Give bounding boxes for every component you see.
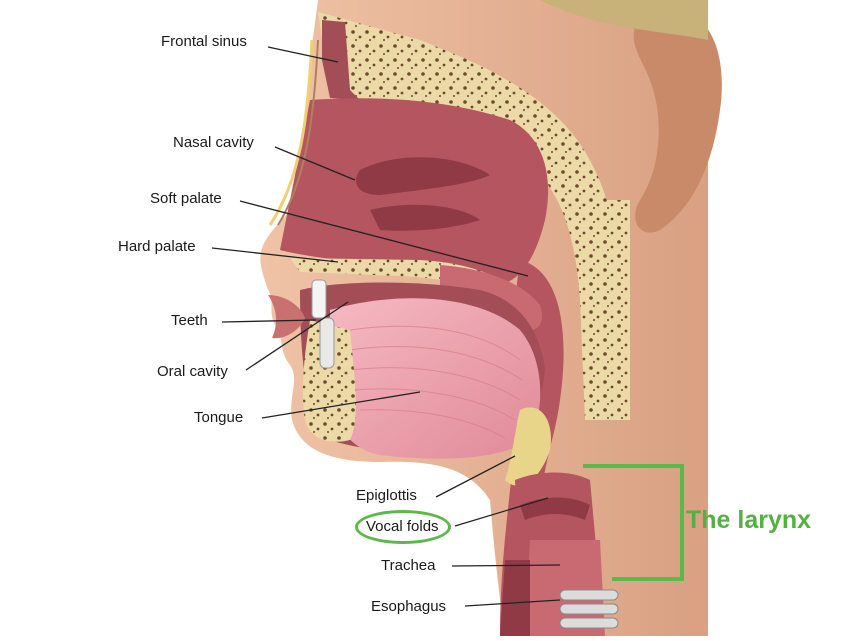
skull-bone [318, 12, 620, 420]
label-soft-palate: Soft palate [150, 190, 222, 207]
leader-lines [211, 46, 561, 607]
label-nasal-cavity: Nasal cavity [173, 134, 254, 151]
label-epiglottis: Epiglottis [356, 487, 417, 504]
label-teeth: Teeth [171, 312, 208, 329]
label-frontal-sinus: Frontal sinus [161, 33, 247, 50]
hair [540, 0, 708, 40]
frontal-sinus-shape [322, 20, 360, 100]
label-the-larynx: The larynx [686, 506, 812, 534]
vocal-folds-shape [520, 497, 590, 520]
cervical-spine [585, 200, 630, 420]
label-hard-palate: Hard palate [118, 238, 196, 255]
lips [268, 295, 305, 339]
lower-tooth [319, 317, 335, 369]
label-oral-cavity: Oral cavity [157, 363, 228, 380]
label-tongue: Tongue [194, 409, 244, 426]
label-esophagus: Esophagus [371, 598, 447, 615]
label-vocal-folds: Vocal folds [366, 518, 439, 535]
trachea-rings [559, 589, 619, 629]
epiglottis-shape [505, 407, 551, 486]
larynx-bracket [583, 464, 684, 581]
ear [633, 8, 722, 233]
jaw-bone [302, 320, 356, 442]
upper-tooth [311, 279, 327, 319]
label-trachea: Trachea [381, 557, 436, 574]
nasal-cavity-shape [280, 98, 549, 286]
tongue-shape [330, 298, 541, 459]
vocal-folds-highlight-circle [355, 510, 451, 544]
esophagus-shape [500, 560, 530, 636]
